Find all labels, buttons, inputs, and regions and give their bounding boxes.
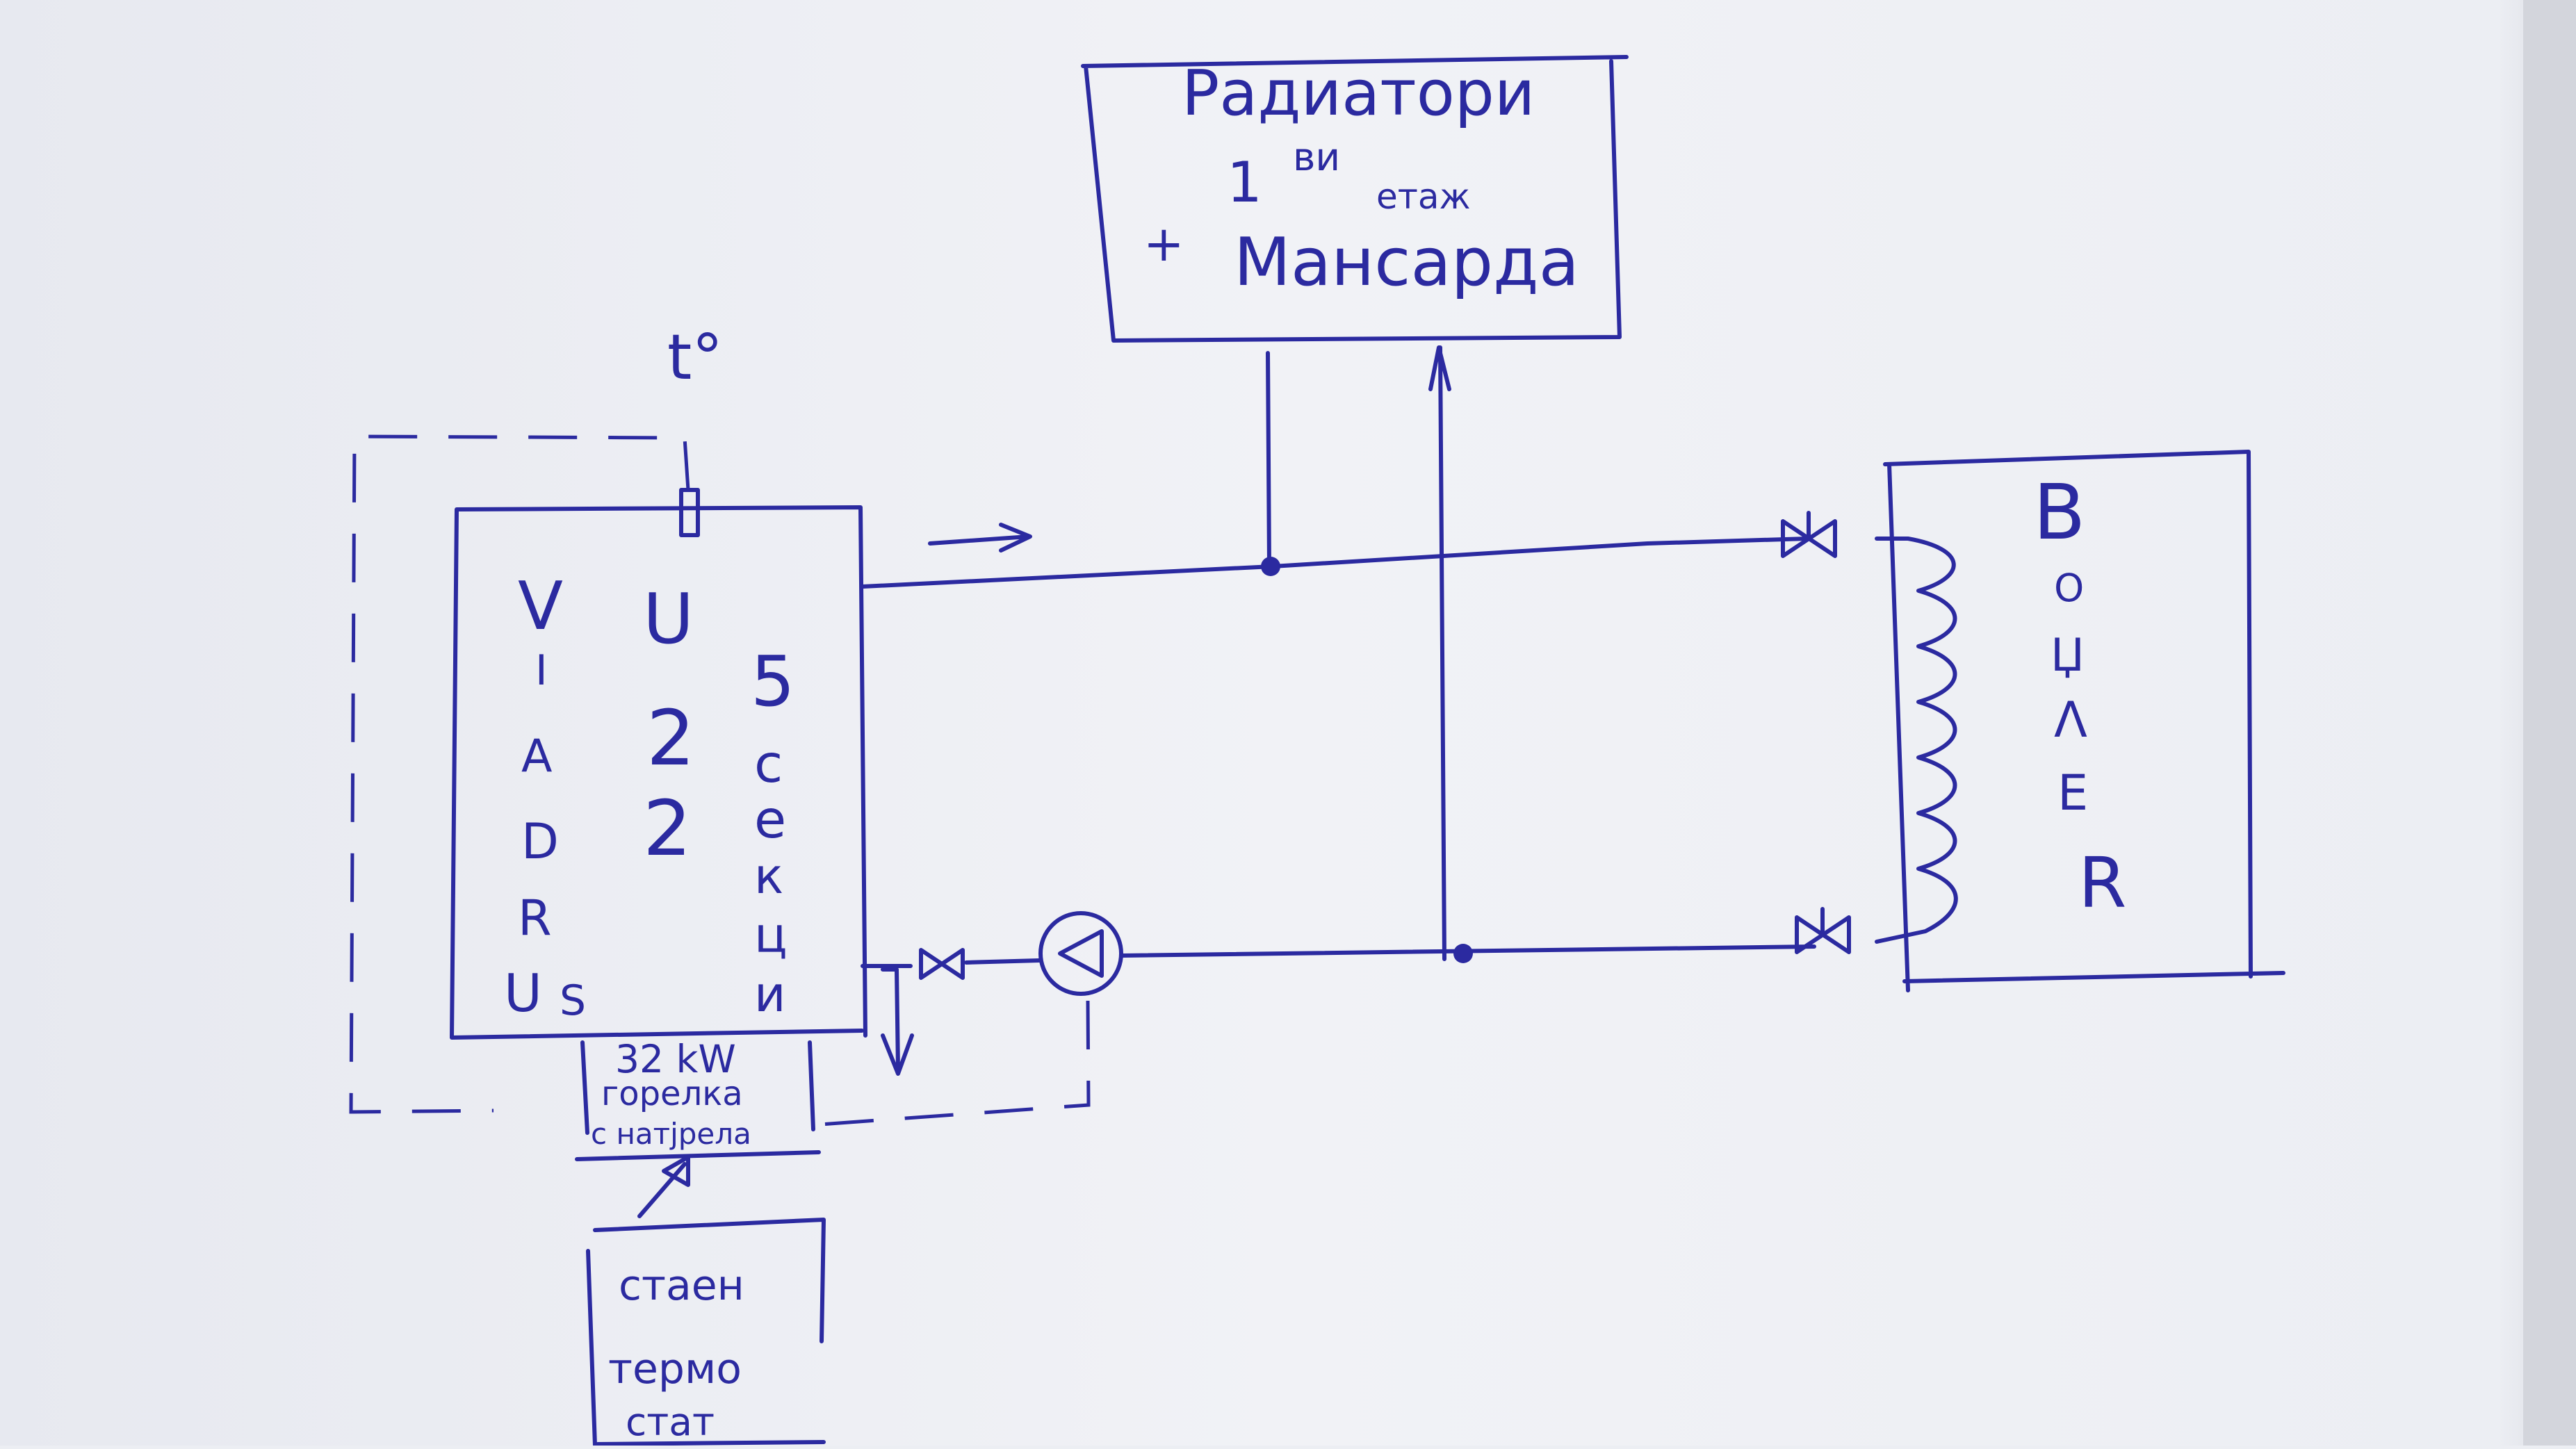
brand-letter: R [518,890,552,947]
supply-pipe [861,351,1809,589]
burner-sublabel: с натјрела [591,1117,751,1151]
control-arrow [637,1155,690,1218]
sensor-signal-line [349,434,690,1114]
sensor-probe [679,488,700,537]
burner-label: горелка [601,1074,743,1113]
boiler-sections-text: 5 с е к ц и [751,641,795,1023]
shutoff-valve-icon [919,948,965,980]
tee-junction-return [1453,944,1473,963]
room-thermostat-box: стаен термо стат [586,1218,826,1448]
water-heater-inlet-valve-icon [1781,511,1837,558]
water-heater-label: B O Џ Λ E R [2033,468,2126,924]
radiator-return-pipe [1428,345,1451,961]
boiler-box: V I A D R U S U 2 2 5 с е к ц и [450,505,867,1040]
boiler-model-text: U 2 2 [643,578,695,873]
brand-letter: I [535,646,548,695]
heater-letter: Џ [2051,630,2085,682]
sections-letter: с [754,733,783,794]
brand-letter: D [521,813,559,870]
sections-letter: и [754,966,786,1023]
heater-letter: R [2078,842,2126,924]
brand-letter: V [518,568,563,645]
burner-power: 32 kW [615,1037,736,1081]
burner-box: 32 kW горелка с натјрела [575,1037,821,1161]
brand-letter: A [521,730,552,783]
brand-letter: S [560,976,586,1025]
temperature-sensor: t° [349,321,723,1114]
radiators-box: Радиатори 1 ви етаж + Мансарда [1081,55,1629,343]
sensor-label: t° [667,321,723,394]
paper-edge [2523,0,2576,1446]
brand-letter: U [504,963,542,1024]
floor-suffix: ви [1293,135,1340,179]
pump-control-line [820,1000,1091,1127]
radiators-title: Радиатори [1182,57,1535,130]
thermostat-line3: стат [626,1400,715,1444]
model-letter: 2 [646,694,695,783]
boiler-brand-text: V I A D R U S [504,568,586,1025]
thermostat-line2: термо [608,1345,742,1393]
sections-letter: 5 [751,641,795,722]
return-pipe [820,345,1816,1127]
floor-number: 1 [1227,150,1262,215]
floor-word: етаж [1376,177,1471,217]
circulation-pump-icon [1038,911,1123,996]
water-heater-box: B O Џ Λ E R [1781,450,2285,992]
drain-valve-arrow [881,967,914,1076]
sections-letter: ц [754,907,788,964]
sections-letter: к [754,848,783,905]
heater-letter: Λ [2054,691,2087,748]
sections-letter: е [754,789,786,850]
flow-direction-arrow [928,523,1032,552]
heater-letter: E [2057,764,2088,821]
attic-label: Мансарда [1234,224,1579,301]
heater-letter: O [2054,566,2084,610]
model-letter: 2 [643,784,692,873]
heating-coil [1875,537,1958,944]
plus-sign: + [1143,215,1184,272]
water-heater-outlet-valve-icon [1795,907,1851,954]
thermostat-line1: стаен [619,1261,744,1310]
radiator-supply-pipe [1266,351,1271,568]
heater-letter: B [2033,468,2085,557]
model-letter: U [643,578,694,660]
